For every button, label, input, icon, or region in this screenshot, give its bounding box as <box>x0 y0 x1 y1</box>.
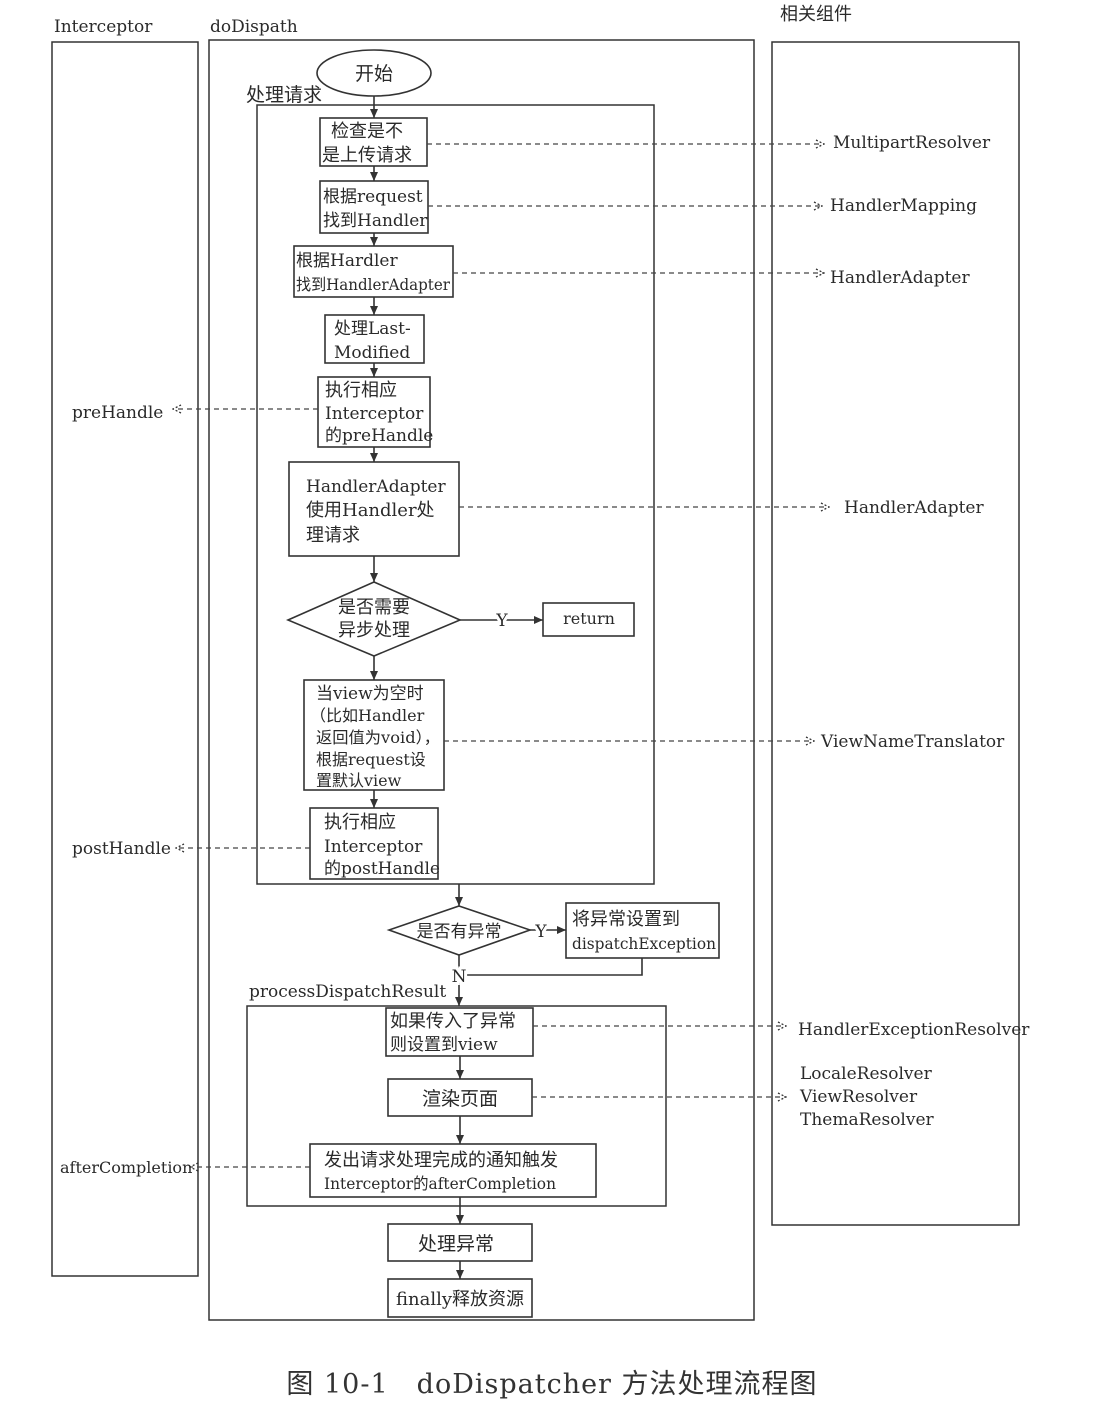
handle-request-group <box>256 104 655 885</box>
interceptor-lane <box>51 41 199 1277</box>
finally-release-box <box>387 1278 533 1318</box>
check-upload-line-2: 是上传请求 <box>322 145 412 166</box>
figure-caption: 图 10-1 doDispatcher 方法处理流程图 <box>286 1369 818 1400</box>
find-adapter-line-2: 找到HandlerAdapter <box>296 275 450 294</box>
last-modified-box <box>324 314 425 364</box>
find-adapter-box <box>293 245 454 298</box>
process-dispatch-result-label: processDispatchResult <box>249 982 446 1002</box>
default-view-line-1: 当view为空时 <box>316 684 424 704</box>
component-handler-adapter-2: HandlerAdapter <box>844 498 984 518</box>
adapter-handle-line-2: 使用Handler处 <box>306 500 435 521</box>
interceptor-aftercompletion: afterCompletion <box>60 1158 192 1177</box>
notify-completion-line-1: 发出请求处理完成的通知触发 <box>324 1150 558 1171</box>
last-modified-line-2: Modified <box>334 343 410 363</box>
component-view-resolver: ViewResolver <box>799 1087 918 1107</box>
dodispatch-lane <box>208 39 755 1321</box>
notify-completion-box <box>309 1143 597 1198</box>
set-exception-line-1: 将异常设置到 <box>572 909 680 930</box>
set-exception-line-2: dispatchException <box>572 934 716 953</box>
posthandle-line-1: 执行相应 <box>324 812 396 833</box>
handle-exception-label: 处理异常 <box>418 1233 494 1255</box>
process-dispatch-result-group <box>246 1005 667 1207</box>
exception-yes-label: Y <box>534 922 547 942</box>
prehandle-line-1: 执行相应 <box>325 380 397 401</box>
exception-decision-diamond <box>386 905 533 956</box>
components-lane <box>771 41 1020 1226</box>
exception-merge-line <box>466 958 643 976</box>
adapter-handle-line-3: 理请求 <box>306 525 360 546</box>
exception-no-label: N <box>452 967 467 987</box>
find-adapter-line-1: 根据Hardler <box>296 251 398 271</box>
exception-decision-label: 是否有异常 <box>417 922 502 942</box>
start-node <box>316 49 432 97</box>
default-view-line-3: 返回值为void）， <box>316 728 440 747</box>
async-decision-diamond <box>285 581 463 657</box>
start-node-label: 开始 <box>355 63 393 85</box>
check-upload-box <box>319 117 428 167</box>
return-label: return <box>563 609 615 628</box>
interceptor-lane-title: Interceptor <box>54 17 153 37</box>
prehandle-line-3: 的preHandle <box>325 426 433 446</box>
last-modified-line-1: 处理Last- <box>334 319 411 339</box>
component-thema-resolver: ThemaResolver <box>800 1110 935 1130</box>
default-view-box <box>303 679 445 791</box>
prehandle-line-2: Interceptor <box>325 404 424 424</box>
default-view-line-5: 置默认view <box>316 771 402 790</box>
posthandle-line-3: 的postHandle <box>324 859 440 879</box>
render-page-box <box>387 1078 533 1117</box>
handle-passed-exception-line-1: 如果传入了异常 <box>390 1011 516 1032</box>
async-decision-line-2: 异步处理 <box>338 620 410 641</box>
default-view-line-2: （比如Handler <box>310 706 425 725</box>
find-handler-line-1: 根据request <box>323 187 423 207</box>
components-lane-title: 相关组件 <box>780 4 852 25</box>
component-handler-adapter-1: HandlerAdapter <box>830 268 970 288</box>
component-view-name-translator: ViewNameTranslator <box>820 732 1005 752</box>
posthandle-box <box>309 807 439 880</box>
check-upload-line-1: 检查是不 <box>331 121 403 142</box>
set-exception-box <box>565 902 720 959</box>
component-handler-mapping: HandlerMapping <box>830 196 977 216</box>
handle-exception-box <box>387 1223 533 1262</box>
adapter-handle-box <box>288 461 460 557</box>
handle-request-group-label: 处理请求 <box>246 84 322 106</box>
handle-passed-exception-line-2: 则设置到view <box>390 1035 498 1055</box>
component-exception-resolver: HandlerExceptionResolver <box>798 1020 1030 1040</box>
notify-completion-line-2: Interceptor的afterCompletion <box>324 1174 556 1193</box>
render-page-label: 渲染页面 <box>422 1088 498 1110</box>
find-handler-line-2: 找到Handler <box>323 211 428 231</box>
async-yes-label: Y <box>495 611 508 631</box>
interceptor-posthandle: postHandle <box>72 839 171 859</box>
interceptor-prehandle: preHandle <box>72 403 163 423</box>
async-decision-line-1: 是否需要 <box>338 597 410 618</box>
find-handler-box <box>319 180 429 234</box>
finally-release-label: finally释放资源 <box>396 1289 524 1310</box>
component-multipart-resolver: MultipartResolver <box>833 133 991 153</box>
return-box <box>542 602 635 637</box>
adapter-handle-line-1: HandlerAdapter <box>306 477 446 497</box>
prehandle-box <box>317 376 431 448</box>
dodispatch-lane-title: doDispath <box>210 17 298 37</box>
posthandle-line-2: Interceptor <box>324 837 423 857</box>
default-view-line-4: 根据request设 <box>316 750 426 769</box>
component-locale-resolver: LocaleResolver <box>800 1064 933 1084</box>
handle-passed-exception-box <box>385 1007 534 1057</box>
